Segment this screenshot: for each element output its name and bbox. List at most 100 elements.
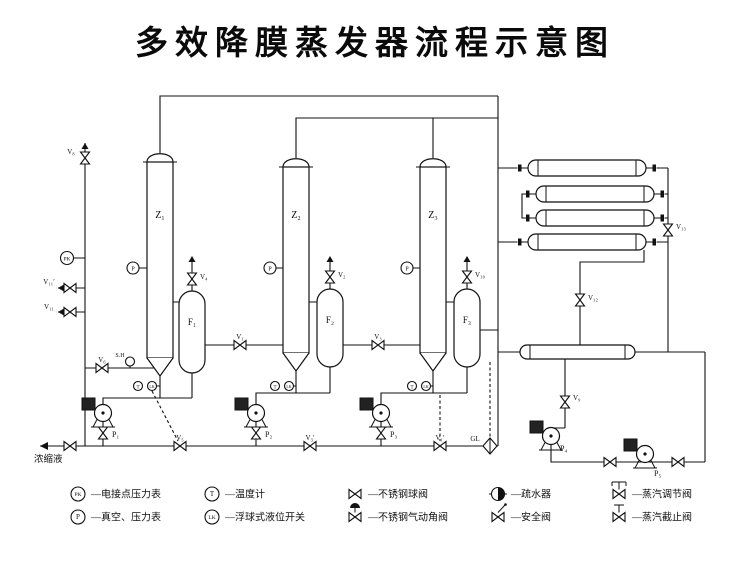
diagram-label: V₁₁ (44, 303, 54, 311)
valve-v5 (173, 440, 187, 452)
legend (70, 481, 627, 525)
thermometer-icon-3 (406, 380, 418, 392)
legend-ball-valve-icon (348, 488, 362, 500)
legend-symbol-letter: P (76, 513, 80, 521)
evaporator-column-z2 (279, 158, 313, 373)
label-pump-p2: P₂ (265, 430, 272, 439)
valve-v9 (559, 395, 571, 409)
valve-v11p (63, 282, 77, 294)
legend-pressure-gauge-icon (70, 509, 86, 525)
heat-exchanger-1 (517, 159, 657, 177)
pump-p5 (623, 438, 658, 469)
legend-symbol-letter: PK (74, 492, 81, 498)
pressure-gauge-icon-3 (400, 261, 414, 275)
legend-label: —蒸汽截止阀 (631, 511, 692, 524)
diagram-label: T (136, 386, 139, 391)
valve-p1-out (97, 426, 109, 440)
label-pump-p5: P₅ (654, 469, 661, 478)
evaporator-column-z3 (416, 158, 450, 373)
valve-v6 (95, 362, 109, 374)
diagram-label: V₃ (374, 333, 382, 341)
diagram-label: V₉ (573, 394, 581, 402)
thermometer-icon-2 (269, 380, 281, 392)
legend-label: —真空、压力表 (90, 511, 161, 524)
label-pressure-gauge-2: P (268, 267, 272, 273)
legend-label: —安全阀 (510, 511, 551, 524)
label-separator-f2: F₂ (326, 315, 334, 325)
diagram-label: V₁₀ (475, 271, 485, 279)
pressure-gauge-icon-2 (263, 261, 277, 275)
diagram-label: V₁′ (435, 434, 444, 442)
diagram-label: LK (423, 384, 428, 389)
legend-level-switch-icon (204, 509, 220, 525)
diagram-label: T (273, 386, 276, 391)
level-switch-icon-2 (283, 380, 295, 392)
valve-v3p (303, 440, 317, 452)
label-pressure-gauge-3: P (405, 267, 409, 273)
pump-p3 (359, 397, 394, 428)
diagram-label: V₃′ (305, 434, 314, 442)
valve-v4 (186, 272, 198, 286)
legend-thermometer-icon (204, 486, 220, 502)
label-pressure-gauge-1: P (131, 267, 135, 273)
steam-trap-gl (482, 437, 498, 455)
pump-p4 (529, 420, 564, 451)
legend-label: —浮球式液位开关 (224, 511, 305, 524)
level-switch-icon-1 (146, 380, 158, 392)
label-pump-p1: P₁ (112, 430, 119, 439)
legend-steam-regulating-valve-icon (611, 481, 627, 500)
valve-v3 (371, 339, 385, 351)
valve-v11 (63, 306, 77, 318)
valve-p5-out (671, 456, 685, 468)
valve-v1 (233, 339, 247, 351)
label-evaporator-z3: Z₃ (428, 210, 438, 221)
valve-p2-out (250, 426, 262, 440)
label-separator-f3: F₃ (463, 315, 471, 325)
legend-label: —温度计 (224, 488, 265, 501)
evaporator-column-z1 (143, 153, 177, 378)
legend-label: —不锈钢球阀 (367, 488, 428, 501)
valve-v12 (574, 293, 586, 307)
legend-label: —蒸汽调节阀 (631, 488, 692, 501)
pump-p1 (81, 397, 116, 428)
diagram-label: LK (149, 384, 154, 389)
separator-f3 (453, 288, 481, 368)
condenser (519, 344, 636, 360)
electric-contact-pressure-gauge-icon (59, 250, 75, 266)
label-pump-p4: P₄ (560, 444, 567, 453)
diagram-label: LK (286, 384, 291, 389)
legend-symbol-letter: LK (208, 515, 215, 521)
diagram-label: V₆ (98, 356, 106, 364)
diagram-label: V₅ (176, 434, 184, 442)
separator-f1 (178, 290, 206, 374)
label-concentrate: 浓缩液 (34, 453, 63, 465)
legend-pneumatic-angle-valve-icon (348, 503, 362, 523)
diagram-label: V₁₂ (588, 294, 598, 302)
diagram-label: T (410, 386, 413, 391)
valve-v13 (662, 223, 674, 237)
level-switch-icon-3 (420, 380, 432, 392)
diagram-label: S.H (115, 353, 125, 359)
label-pump-p3: P₃ (390, 430, 397, 439)
legend-label: —不锈钢气动角阀 (367, 511, 448, 524)
thermometer-icon-1 (132, 380, 144, 392)
legend-pk-gauge-icon (70, 486, 86, 502)
pump-p2 (234, 397, 269, 428)
sight-glass-icon (124, 356, 136, 367)
legend-label: —电接点压力表 (90, 488, 161, 501)
heat-exchanger-3 (525, 209, 665, 227)
diagram-label: V₁₃ (676, 223, 686, 231)
label-pk-gauge: PK (63, 257, 70, 263)
legend-steam-trap-icon (489, 486, 507, 502)
diagram-label: V₈ (67, 148, 75, 156)
heat-exchanger-4 (517, 233, 657, 251)
diagram-label: V₄ (200, 273, 208, 281)
label-evaporator-z1: Z₁ (155, 210, 165, 221)
diagram-label: V₁ (236, 333, 244, 341)
label-evaporator-z2: Z₂ (291, 210, 301, 221)
valve-v2 (324, 270, 336, 284)
pressure-gauge-icon-1 (126, 261, 140, 275)
